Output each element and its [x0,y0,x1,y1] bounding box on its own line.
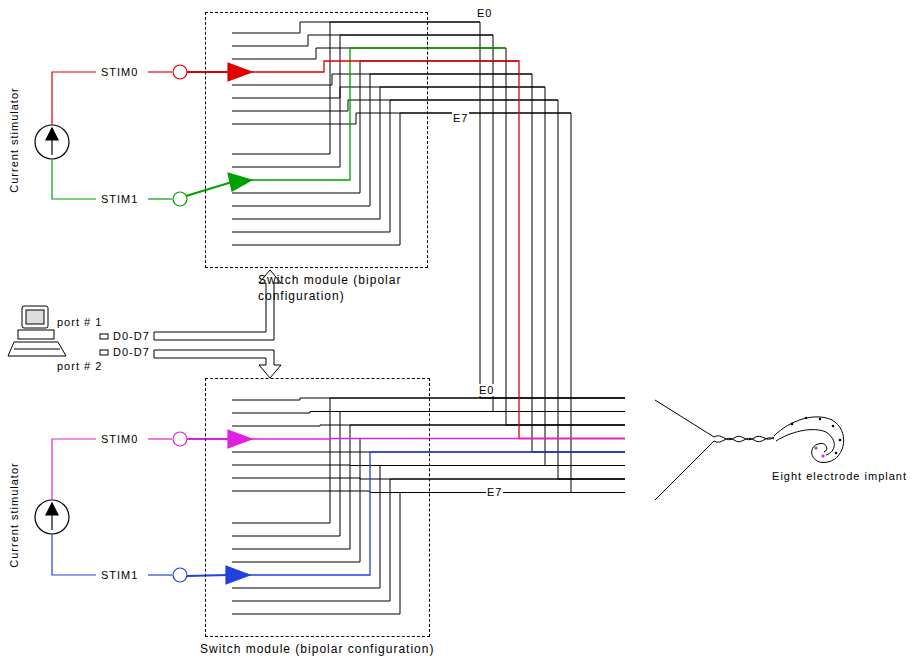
wire [232,113,625,493]
wire [232,87,545,219]
wire [232,22,625,398]
switch-module: Switch module (bipolar configuration) [205,12,428,268]
wire [232,100,558,232]
electrode-implant [655,400,844,500]
signal-label: STIM0 [100,66,139,78]
signal-label: STIM0 [100,433,139,445]
switch-module: Switch module (bipolar configuration) [205,378,430,637]
signal-label: D0-D7 [112,346,151,358]
signal-label: E0 [478,384,495,396]
wire [232,398,625,523]
wire [232,48,506,180]
signal-label: STIM1 [100,193,139,205]
wire [232,452,625,575]
wire [232,412,625,537]
computer-icon [8,306,108,356]
signal-label: D0-D7 [112,330,151,342]
signal-label: STIM1 [100,569,139,581]
electrode-wires [232,22,625,614]
wire [232,113,571,245]
signal-label: E7 [452,112,469,124]
wire [232,479,625,601]
wire [232,35,493,167]
device-label: Current stimulator [8,86,20,193]
current-source-symbol [35,430,252,584]
wire [232,438,625,440]
module-caption: Switch module (bipolar configuration) [258,273,418,304]
wire [232,22,480,154]
signal-label: port # 1 [56,316,103,328]
wire [232,100,625,479]
signal-label: Eight electrode implant [771,470,908,482]
wire [232,74,532,206]
wire [232,35,625,412]
module-caption: Switch module (bipolar configuration) [200,642,500,658]
wire [232,439,625,563]
wire [232,48,625,425]
wire [232,61,625,439]
signal-label: E0 [476,7,493,19]
wire [232,74,625,452]
device-label: Current stimulator [8,461,20,568]
wire [232,493,625,615]
wire [232,87,625,466]
signal-label: port # 2 [56,360,103,372]
wire [232,61,519,193]
wire [232,466,625,589]
current-source-symbol [35,63,252,206]
signal-label: E7 [486,486,503,498]
wire [232,425,625,549]
